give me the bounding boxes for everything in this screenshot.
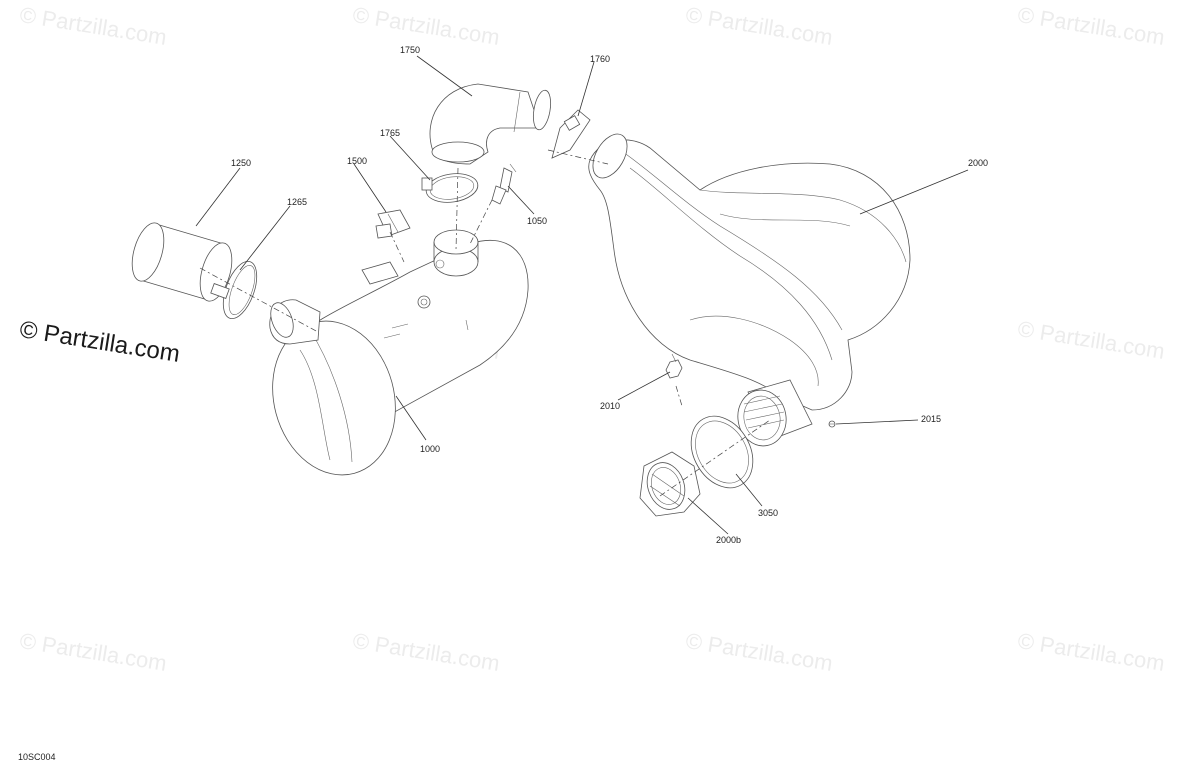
elbow-pipe-part[interactable] bbox=[429, 83, 553, 165]
callout-1250[interactable]: 1250 bbox=[231, 158, 252, 168]
resonator-housing-part[interactable] bbox=[586, 128, 911, 450]
callout-1760[interactable]: 1760 bbox=[590, 54, 611, 64]
callout-1050[interactable]: 1050 bbox=[527, 216, 548, 226]
callout-2015[interactable]: 2015 bbox=[921, 414, 942, 424]
sensor-block-part[interactable] bbox=[375, 209, 411, 239]
muffler-part[interactable] bbox=[256, 229, 529, 489]
clamp-ring-part[interactable] bbox=[421, 171, 480, 206]
screw-part[interactable] bbox=[828, 420, 836, 428]
callout-1265[interactable]: 1265 bbox=[287, 197, 308, 207]
ring-nut-part[interactable] bbox=[639, 451, 701, 517]
callout-2010[interactable]: 2010 bbox=[600, 401, 621, 411]
callout-1000[interactable]: 1000 bbox=[420, 444, 441, 454]
nut-part[interactable] bbox=[665, 353, 683, 379]
callout-3050[interactable]: 3050 bbox=[758, 508, 779, 518]
assembly-centerlines bbox=[199, 149, 771, 497]
callout-1750[interactable]: 1750 bbox=[400, 45, 421, 55]
diagram-code: 10SC004 bbox=[18, 752, 56, 762]
oxygen-sensor-part[interactable] bbox=[491, 163, 517, 205]
sleeve-part[interactable] bbox=[126, 219, 237, 304]
callout-2000b[interactable]: 2000b bbox=[716, 535, 742, 545]
callout-1500[interactable]: 1500 bbox=[347, 156, 368, 166]
callout-2000[interactable]: 2000 bbox=[968, 158, 989, 168]
gasket-part[interactable] bbox=[679, 405, 765, 499]
leader-lines bbox=[195, 55, 969, 535]
pipe-clamp-part[interactable] bbox=[551, 109, 591, 159]
callout-1765[interactable]: 1765 bbox=[380, 128, 401, 138]
